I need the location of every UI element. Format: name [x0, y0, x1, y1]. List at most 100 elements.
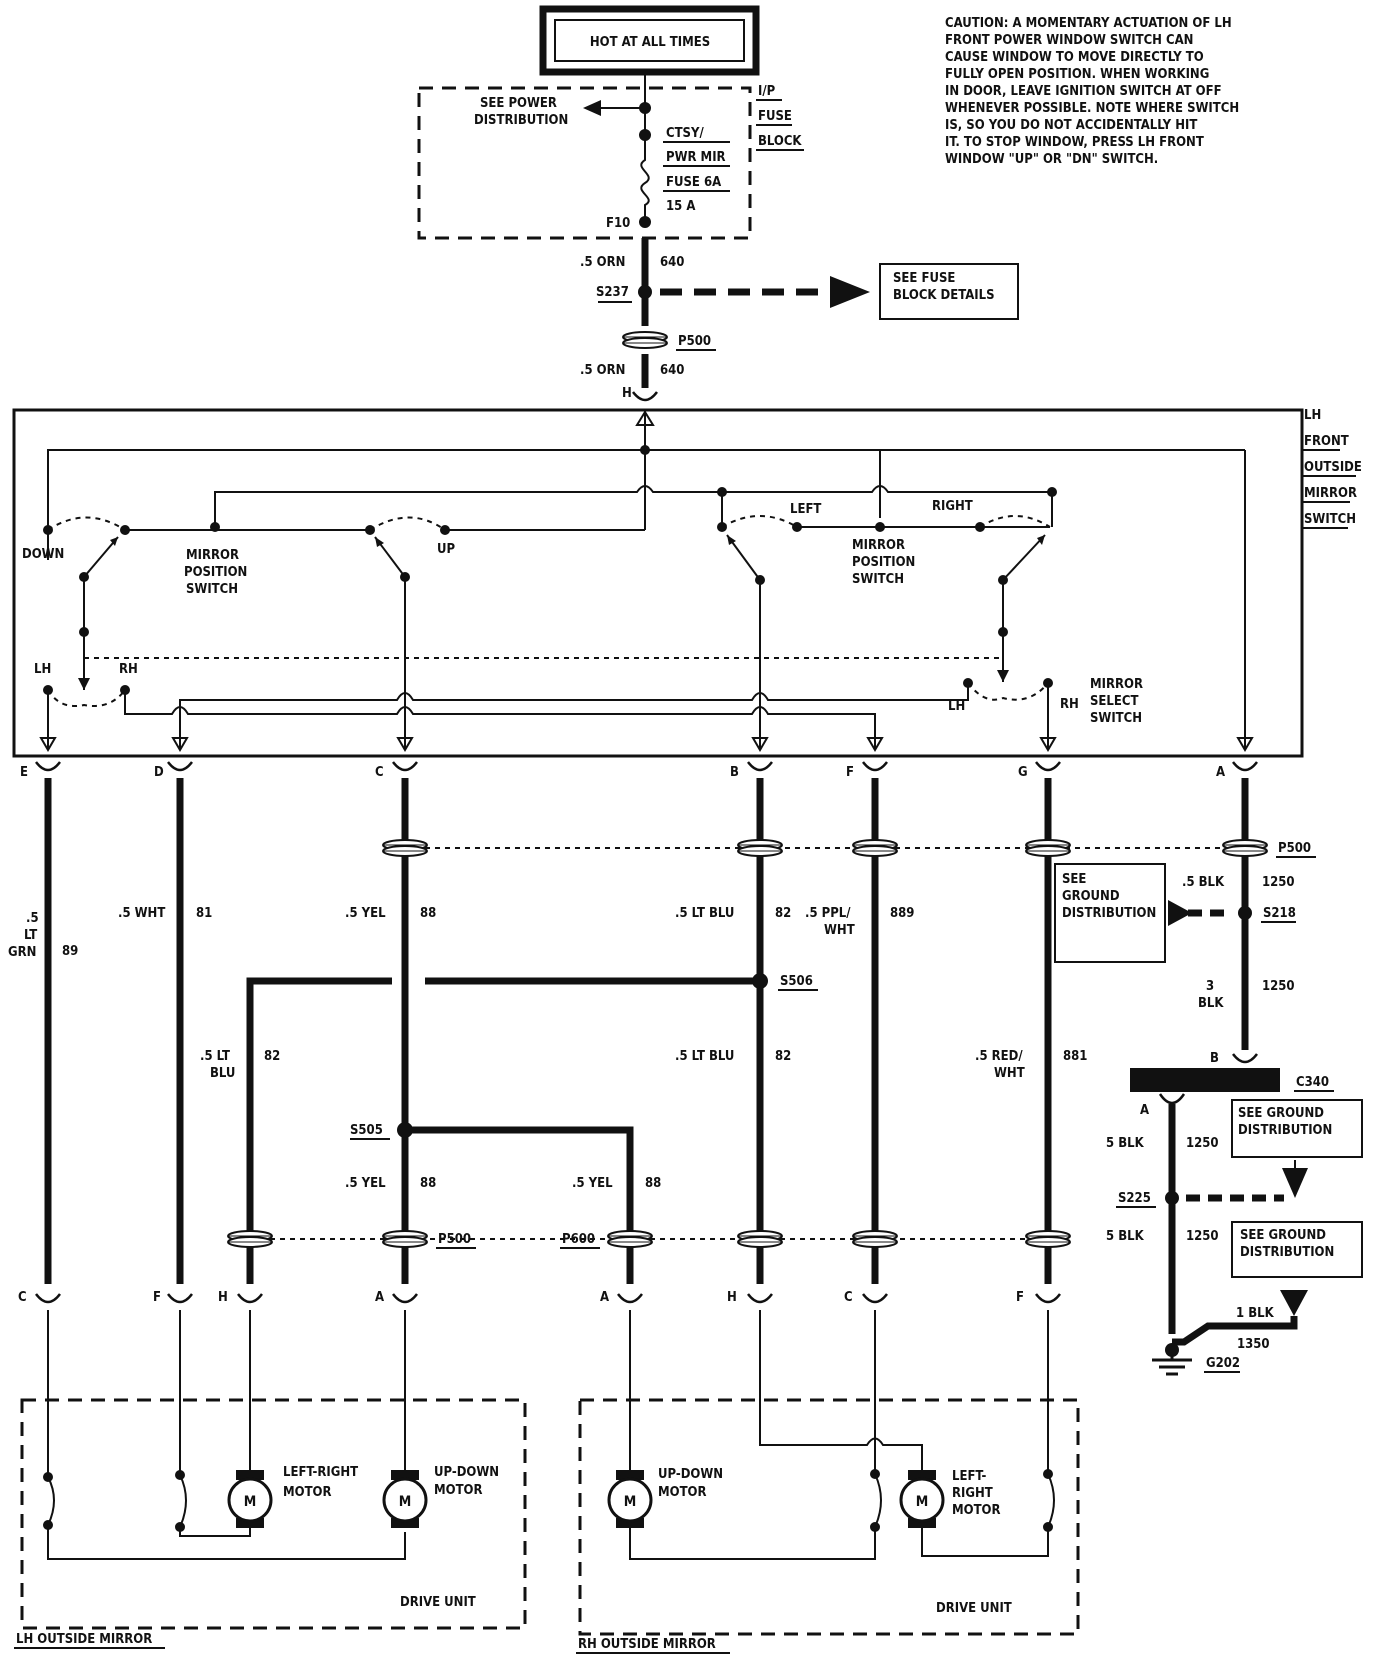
caution-line: FRONT POWER WINDOW SWITCH CAN — [945, 33, 1193, 48]
circuit-number: 82 — [775, 906, 791, 921]
motor-label: MOTOR — [283, 1485, 332, 1500]
fuse-block-title: I/P — [758, 84, 776, 99]
hot-at-all-times-box: HOT AT ALL TIMES — [539, 5, 760, 76]
caution-line: CAUSE WINDOW TO MOVE DIRECTLY TO — [945, 50, 1204, 65]
connector-label: P500 — [1278, 841, 1311, 856]
right-label: RIGHT — [932, 499, 973, 514]
drive-unit-label: DRIVE UNIT — [400, 1595, 476, 1610]
mirror-title: RH OUTSIDE MIRROR — [578, 1637, 716, 1652]
switch-blade — [83, 536, 119, 578]
wire-size: .5 LT BLU — [675, 906, 734, 921]
motor-icon — [607, 1477, 653, 1523]
motor-label: UP-DOWN — [434, 1465, 499, 1480]
motor-label: MOTOR — [434, 1483, 483, 1498]
see-ground-label: SEE GROUND — [1238, 1106, 1324, 1121]
connector-label: P500 — [678, 334, 711, 349]
connector-c340 — [1130, 1068, 1280, 1092]
caution-line: CAUTION: A MOMENTARY ACTUATION OF LH — [945, 16, 1232, 31]
wire-size: .5 PPL/ — [805, 906, 851, 921]
fuse-text: 15 A — [666, 199, 695, 214]
caution-line: WHENEVER POSSIBLE. NOTE WHERE SWITCH — [945, 101, 1239, 116]
down-label: DOWN — [22, 547, 64, 562]
splice-label: S237 — [596, 285, 629, 300]
switch-title: OUTSIDE — [1304, 460, 1362, 475]
splice-s237 — [638, 285, 652, 299]
wire-size: 5 BLK — [1106, 1136, 1145, 1151]
see-fuse-label: SEE FUSE — [893, 271, 955, 286]
caution-line: FULLY OPEN POSITION. WHEN WORKING — [945, 67, 1209, 82]
wire-size: .5 ORN — [580, 363, 625, 378]
circuit-number: 1250 — [1186, 1229, 1219, 1244]
mirror-position-label: MIRROR — [186, 548, 239, 563]
drive-unit-label: DRIVE UNIT — [936, 1601, 1012, 1616]
motor-symbol: M — [624, 1494, 637, 1510]
motor-symbol: M — [916, 1494, 929, 1510]
pin-label: H — [218, 1290, 228, 1305]
motor-icon — [227, 1477, 273, 1523]
caution-note: CAUTION: A MOMENTARY ACTUATION OF LH FRO… — [945, 16, 1239, 167]
wire-size: .5 YEL — [572, 1176, 613, 1191]
see-power-label: SEE POWER — [480, 96, 557, 111]
splice-label: S506 — [780, 974, 813, 989]
circuit-number: 88 — [645, 1176, 661, 1191]
circuit-number: 1250 — [1186, 1136, 1219, 1151]
wire-size: WHT — [824, 923, 855, 938]
pin-label: F — [1016, 1290, 1024, 1305]
pin-label: C — [844, 1290, 853, 1305]
pin-label: F — [846, 765, 854, 780]
circuit-number: 1250 — [1262, 875, 1295, 890]
pin-label: B — [730, 765, 739, 780]
switch-output-pins: E D C B F G A — [20, 760, 1259, 780]
arrow-left-icon — [583, 100, 601, 116]
see-ground-label: SEE — [1062, 872, 1086, 887]
see-ground-box — [1054, 863, 1166, 963]
circuit-number: 82 — [264, 1049, 280, 1064]
wire-size: .5 — [26, 911, 39, 926]
circuit-number: 1350 — [1237, 1337, 1270, 1352]
wire-size: .5 RED/ — [975, 1049, 1023, 1064]
connector-label: C340 — [1296, 1075, 1329, 1090]
pin-label: C — [18, 1290, 27, 1305]
left-label: LEFT — [790, 502, 821, 517]
motor-icon — [899, 1477, 945, 1523]
up-label: UP — [437, 542, 455, 557]
mirror-position-label: POSITION — [184, 565, 247, 580]
splice-s506 — [752, 973, 768, 989]
circuit-number: 88 — [420, 906, 436, 921]
circuit-number: 1250 — [1262, 979, 1295, 994]
ground-arrow-icon — [1280, 1290, 1308, 1316]
connector-p500-row-top: P500 — [382, 839, 1316, 858]
switch-title: LH — [1304, 408, 1321, 423]
lh-front-outside-mirror-switch: LH FRONT OUTSIDE MIRROR SWITCH — [12, 408, 1362, 758]
wire-size: BLU — [210, 1066, 235, 1081]
wire-size: .5 YEL — [345, 1176, 386, 1191]
wire-size: .5 BLK — [1182, 875, 1225, 890]
ground-point-label: G202 — [1206, 1356, 1240, 1371]
splice-s218 — [1238, 906, 1252, 920]
rh-outside-mirror: M UP-DOWN MOTOR M LEFT- RIGHT MOTOR DRIV… — [576, 1310, 1080, 1654]
pin-label: H — [622, 386, 632, 401]
circuit-number: 640 — [660, 363, 684, 378]
wire-size: 3 — [1206, 979, 1214, 994]
mirror-position-label: MIRROR — [852, 538, 905, 553]
ip-fuse-block: SEE POWER DISTRIBUTION CTSY/ PWR MIR FUS… — [417, 72, 804, 240]
motor-label: MOTOR — [658, 1485, 707, 1500]
motor-label: MOTOR — [952, 1503, 1001, 1518]
wire-size: BLK — [1198, 996, 1224, 1011]
fuse-text: FUSE 6A — [666, 175, 721, 190]
fuse-block-title: FUSE — [758, 109, 792, 124]
pin-label: C — [375, 765, 384, 780]
ground-arrow-icon — [1168, 900, 1192, 926]
switch-title: SWITCH — [1304, 512, 1356, 527]
mirror-position-label: POSITION — [852, 555, 915, 570]
mirror-position-label: SWITCH — [852, 572, 904, 587]
motor-label: UP-DOWN — [658, 1467, 723, 1482]
see-fuse-label: BLOCK DETAILS — [893, 288, 995, 303]
wire-size: 1 BLK — [1236, 1306, 1275, 1321]
ground-arrow-icon — [1282, 1168, 1308, 1198]
arrow-right-icon — [830, 276, 870, 308]
wire-size: WHT — [994, 1066, 1025, 1081]
see-ground-label: DISTRIBUTION — [1240, 1245, 1334, 1260]
pin-label: H — [727, 1290, 737, 1305]
